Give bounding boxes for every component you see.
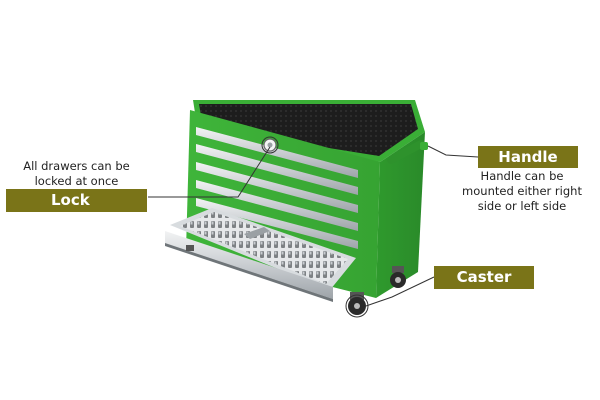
drawer-front [196,162,358,213]
handle-icon [386,140,428,164]
drawer-front [196,180,358,231]
drawer-front [196,144,358,195]
caster-leader-ring [345,294,369,318]
handle-caption-line2: mounted either right [462,184,582,198]
open-drawer-front [165,231,333,299]
cabinet-side-panel [376,132,425,298]
lock-leader-ring [261,136,279,154]
handle-label: Handle [478,146,578,168]
handle-caption-line1: Handle can be [480,169,564,183]
drawer-front [196,127,358,178]
lock-caption-line2: locked at once [34,174,119,188]
lock-leader-line [148,146,271,198]
handle-leader-line [427,145,479,158]
lock-icon [263,138,277,152]
socket-tray-divider [244,227,270,239]
open-drawer-front-shadow [165,243,333,302]
caster-front-left [186,245,194,251]
rubber-mat [199,104,418,156]
caster-leader-line [365,276,435,307]
lock-caption-line1: All drawers can be [23,159,130,173]
lock-caption: All drawers can be locked at once [6,159,147,189]
caster-icon [348,266,406,315]
caster-label: Caster [434,266,534,289]
leader-lines [148,136,479,318]
lock-label: Lock [6,189,147,212]
handle-caption-line3: side or left side [477,199,567,213]
handle-caption: Handle can be mounted either right side … [452,169,592,214]
drawer-stack [196,127,358,249]
socket-tray [180,212,348,284]
drawer-front [196,198,358,249]
